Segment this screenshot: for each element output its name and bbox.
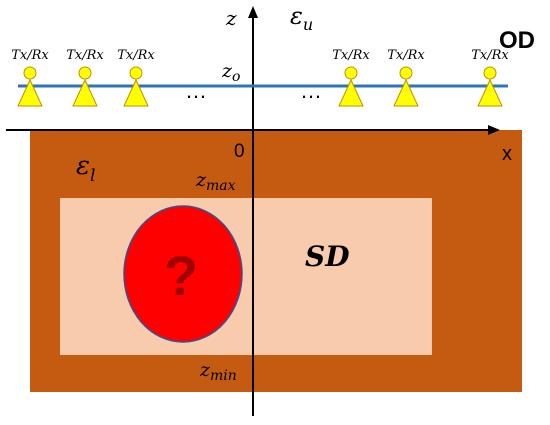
antenna-label: Tx/Rx: [332, 48, 370, 63]
antenna-1: Tx/Rx: [11, 48, 49, 107]
antenna-triangle: [477, 78, 503, 107]
antenna-4: Tx/Rx: [332, 48, 370, 107]
antenna-element: [344, 66, 358, 80]
antenna-element: [78, 66, 92, 80]
antenna-3: Tx/Rx: [117, 48, 155, 107]
x-axis-arrowhead: [488, 125, 500, 135]
antenna-label: Tx/Rx: [117, 48, 155, 63]
z-max-label: zmax: [195, 169, 236, 194]
z-axis-label: z: [225, 6, 237, 30]
antenna-label: Tx/Rx: [66, 48, 104, 63]
z-o-label: zo: [221, 60, 240, 85]
antenna-triangle: [123, 78, 149, 107]
upper-medium-permittivity-label: εu: [290, 2, 313, 34]
antenna-triangle: [393, 78, 419, 107]
antenna-array: Tx/Rx Tx/Rx Tx/Rx Tx/Rx Tx/Rx Tx/Rx: [11, 48, 509, 107]
antenna-element: [483, 66, 497, 80]
antenna-5: Tx/Rx: [387, 48, 425, 107]
antenna-label: Tx/Rx: [471, 48, 509, 63]
z-min-label: zmin: [199, 359, 237, 384]
antenna-label: Tx/Rx: [11, 48, 49, 63]
lower-medium-permittivity-label: εl: [76, 151, 95, 186]
unknown-question-mark: ?: [164, 244, 198, 307]
search-domain-region: [60, 198, 432, 355]
unknown-scatterer: [123, 205, 243, 343]
antenna-triangle: [72, 78, 98, 107]
observation-domain-label: OD: [499, 27, 535, 54]
ellipsis-right: …: [300, 78, 322, 103]
antenna-element: [129, 66, 143, 80]
z-axis-arrowhead: [248, 6, 258, 18]
search-domain-label: SD: [305, 240, 350, 273]
antenna-2: Tx/Rx: [66, 48, 104, 107]
antenna-triangle: [17, 78, 43, 107]
antenna-label: Tx/Rx: [387, 48, 425, 63]
x-axis-label: x: [502, 143, 512, 165]
antenna-element: [399, 66, 413, 80]
origin-label: 0: [234, 141, 245, 162]
antenna-6: Tx/Rx: [471, 48, 509, 107]
ellipsis-left: …: [185, 78, 207, 103]
antenna-triangle: [338, 78, 364, 107]
antenna-element: [23, 66, 37, 80]
